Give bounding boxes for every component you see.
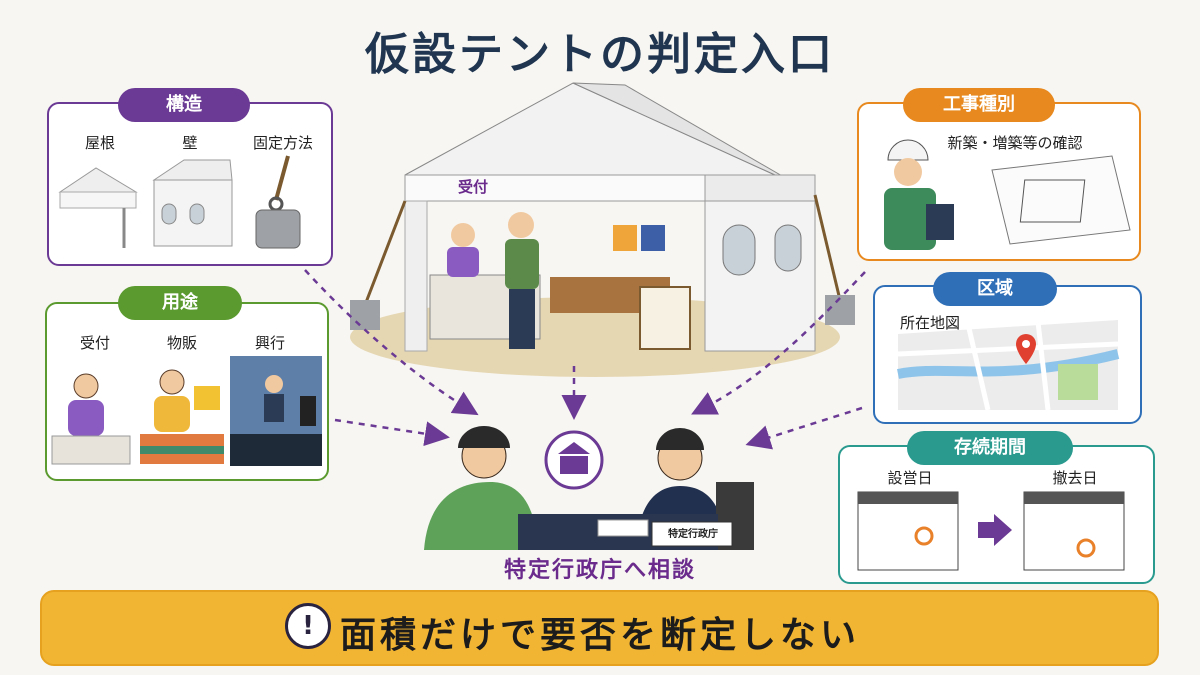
inspector-illustration — [884, 139, 954, 250]
usage-label-reception: 受付 — [79, 334, 110, 352]
duration-start-label: 設営日 — [887, 469, 933, 487]
warning-banner — [40, 590, 1159, 666]
arrow-construction — [691, 271, 866, 415]
arrow-zone — [745, 406, 863, 450]
construction-type-heading: 工事種別 — [903, 88, 1055, 122]
floor-plan-illustration — [991, 155, 1131, 245]
page-title: 仮設テントの判定入口 — [365, 29, 835, 80]
construction-type-caption: 新築・増築等の確認 — [947, 134, 1083, 152]
map-pin-icon — [1016, 334, 1036, 364]
roof-illustration — [58, 167, 138, 248]
zone-caption: 所在地図 — [899, 314, 960, 332]
structure-label-anchoring: 固定方法 — [252, 134, 313, 152]
arrow-right-icon — [978, 514, 1012, 546]
visitor-illustration — [424, 426, 538, 550]
location-map-illustration — [897, 320, 1120, 411]
end-calendar-icon — [1023, 491, 1125, 571]
desk-sign: 特定行政庁 — [668, 529, 718, 540]
structure-label-roof: 屋根 — [84, 134, 115, 152]
tent-reception-sign: 受付 — [458, 178, 489, 196]
wall-illustration — [152, 159, 233, 247]
structure-label-wall: 壁 — [182, 134, 198, 152]
duration-end-label: 撤去日 — [1052, 469, 1098, 487]
consultation-caption: 特定行政庁へ相談 — [503, 558, 696, 583]
usage-label-performance: 興行 — [254, 334, 285, 352]
arrow-structure — [304, 269, 479, 416]
anchor-weight-illustration — [255, 155, 301, 249]
exclamation-icon: ! — [285, 603, 331, 649]
usage-label-merchandise: 物販 — [166, 334, 197, 352]
warning-message: 面積だけで要否を断定しない — [340, 615, 861, 656]
construction-type-illustrations — [884, 139, 1131, 250]
zone-heading: 区域 — [933, 272, 1057, 306]
arrow-usage — [334, 418, 450, 447]
reception-staff-illustration — [51, 373, 131, 465]
usage-illustrations — [51, 356, 322, 466]
structure-illustrations — [58, 155, 301, 249]
tent-illustration — [350, 82, 855, 377]
consultation-illustration — [424, 426, 754, 550]
performance-illustration — [230, 356, 322, 466]
start-calendar-icon — [857, 491, 959, 571]
merchandise-seller-illustration — [140, 369, 224, 464]
government-building-icon — [544, 430, 604, 490]
duration-heading: 存続期間 — [907, 431, 1073, 465]
structure-heading: 構造 — [118, 88, 250, 122]
usage-heading: 用途 — [118, 286, 242, 320]
duration-calendars — [857, 491, 1125, 571]
